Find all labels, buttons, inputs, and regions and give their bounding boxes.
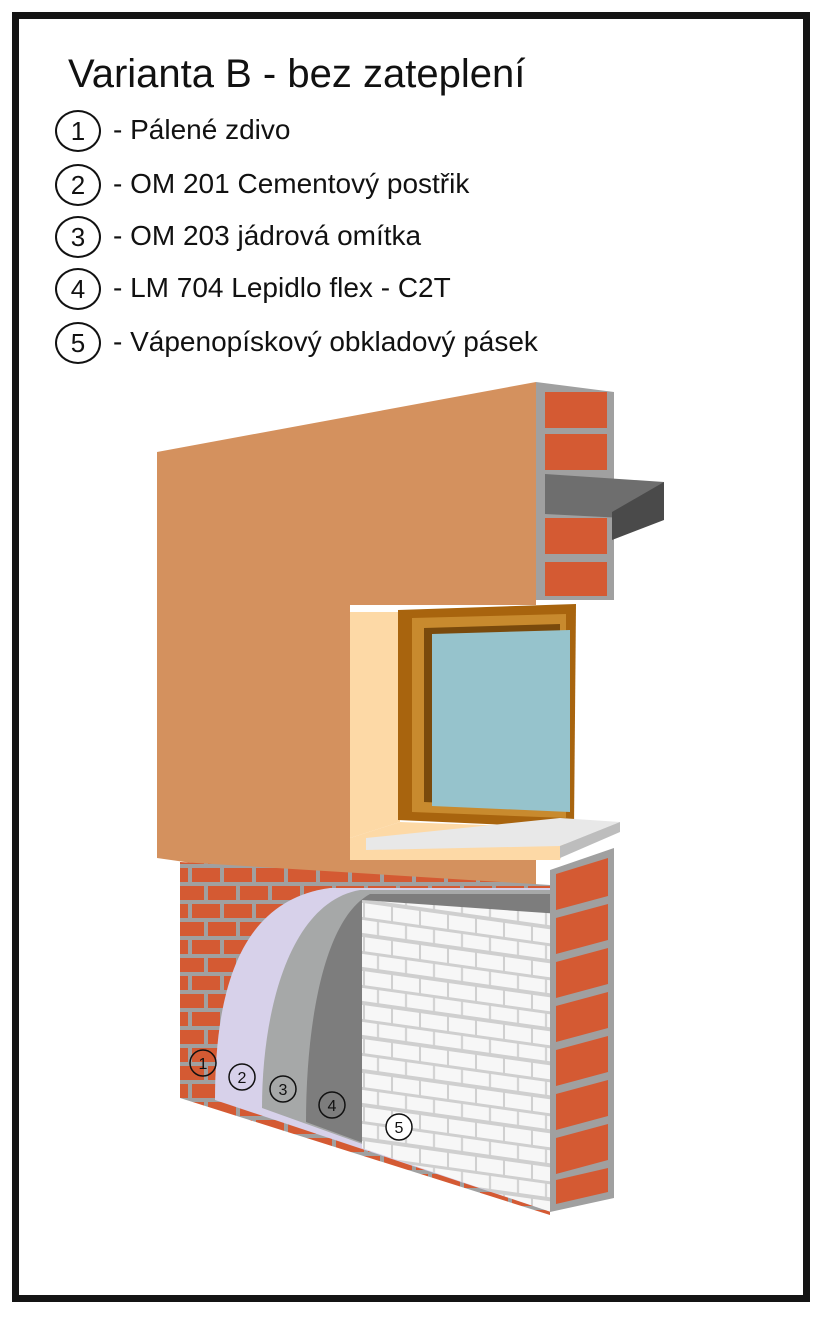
- legend-item-3: 3 - OM 203 jádrová omítka: [55, 216, 655, 262]
- marker-number-4: 4: [328, 1098, 337, 1115]
- plaster-facade: [157, 382, 536, 912]
- legend-label-2: - OM 201 Cementový postřik: [113, 168, 470, 199]
- legend-number-2: 2: [55, 164, 101, 206]
- layer-sand-lime-tiles: [362, 900, 550, 1215]
- legend-label-1: - Pálené zdivo: [113, 114, 291, 145]
- diagram-title: Varianta B - bez zateplení: [68, 52, 526, 96]
- layer-marker-2: 2: [228, 1063, 256, 1091]
- lower-brick-side: [550, 848, 614, 1212]
- marker-number-1: 1: [199, 1056, 208, 1073]
- marker-number-5: 5: [395, 1120, 404, 1137]
- marker-number-2: 2: [238, 1070, 247, 1087]
- window-glass: [432, 630, 570, 812]
- lintel-beam: [545, 474, 664, 540]
- layer-marker-5: 5: [385, 1113, 413, 1141]
- legend-number-5: 5: [55, 322, 101, 364]
- legend-item-5: 5 - Vápenopískový obkladový pásek: [55, 322, 655, 368]
- layer-marker-1: 1: [189, 1049, 217, 1077]
- legend-label-3: - OM 203 jádrová omítka: [113, 220, 422, 251]
- layer-marker-4: 4: [318, 1091, 346, 1119]
- legend-number-3: 3: [55, 216, 101, 258]
- legend-item-1: 1 - Pálené zdivo: [55, 110, 655, 156]
- legend-label-5: - Vápenopískový obkladový pásek: [113, 326, 538, 357]
- legend-item-2: 2 - OM 201 Cementový postřik: [55, 164, 655, 210]
- layer-marker-3: 3: [269, 1075, 297, 1103]
- marker-number-3: 3: [279, 1082, 288, 1099]
- legend-number-1: 1: [55, 110, 101, 152]
- lower-wall-layers: [180, 862, 550, 1215]
- legend-label-4: - LM 704 Lepidlo flex - C2T: [113, 272, 451, 303]
- legend-number-4: 4: [55, 268, 101, 310]
- legend-item-4: 4 - LM 704 Lepidlo flex - C2T: [55, 268, 655, 314]
- window-sill: [366, 818, 620, 858]
